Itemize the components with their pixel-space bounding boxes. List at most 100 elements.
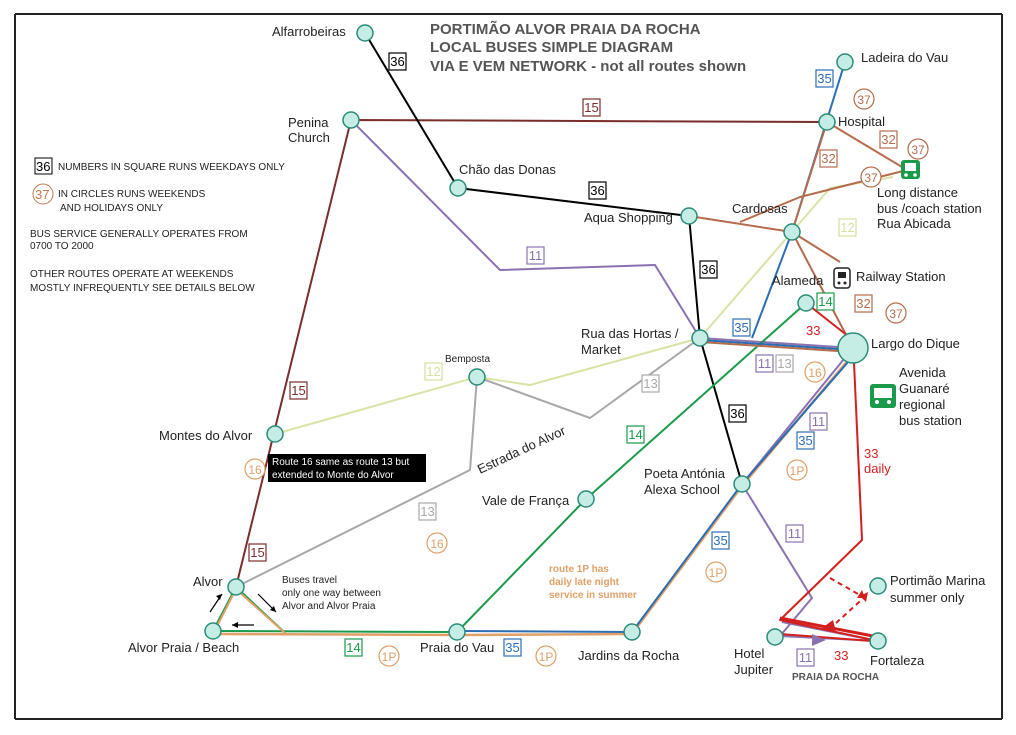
label-alfarrobeiras: Alfarrobeiras	[272, 24, 346, 39]
stop-rua-das-hortas[interactable]	[691, 329, 709, 347]
route-37-badge: 37	[907, 138, 929, 160]
legend-hours1: BUS SERVICE GENERALLY OPERATES FROM	[30, 229, 248, 240]
label-hortas2: Market	[581, 342, 621, 357]
route-35-badge: 35	[732, 318, 751, 337]
label-avenida3: regional	[899, 397, 945, 412]
route-32-badge: 32	[854, 294, 873, 313]
route-32-badge: 32	[819, 149, 838, 168]
stop-jardins-da-rocha[interactable]	[623, 623, 641, 641]
label-praiavau: Praia do Vau	[420, 640, 494, 655]
route-badge-label: 35	[734, 320, 748, 335]
route-13-badge: 13	[641, 374, 660, 393]
route-badge-label: 1P	[382, 650, 397, 664]
route-badge-label: 11	[788, 526, 802, 541]
stop-hospital[interactable]	[818, 113, 836, 131]
stop-chao-das-donas[interactable]	[449, 179, 467, 197]
label-praiarocha: PRAIA DA ROCHA	[792, 672, 879, 683]
label-chao: Chão das Donas	[459, 162, 556, 177]
legend-square-text: NUMBERS IN SQUARE RUNS WEEKDAYS ONLY	[58, 162, 285, 173]
r1p-note-2: daily late night	[549, 577, 620, 588]
label-hotel1: Hotel	[734, 646, 764, 661]
route16-note-1: Route 16 same as route 13 but	[272, 457, 410, 468]
route16-note-2: extended to Monte do Alvor	[272, 470, 394, 481]
route-33-line-b	[779, 633, 873, 642]
route-badge-label: 36	[730, 406, 744, 421]
rocha-arrow-2	[812, 634, 826, 646]
route-1p-badge: 1P	[535, 645, 557, 667]
label-poeta2: Alexa School	[644, 482, 720, 497]
title-line3: VIA E VEM NETWORK - not all routes shown	[430, 58, 746, 75]
label-hortas1: Rua das Hortas /	[581, 326, 679, 341]
route-37-badge: 37	[853, 88, 875, 110]
label-hospital: Hospital	[838, 114, 885, 129]
route-14-badge: 14	[816, 292, 835, 311]
label-penina2: Church	[288, 130, 330, 145]
stop-alvor[interactable]	[227, 578, 245, 596]
route-33-label: 33	[806, 323, 820, 338]
route-badge-label: 11	[799, 650, 813, 665]
label-jardins: Jardins da Rocha	[578, 648, 680, 663]
label-hotel2: Jupiter	[734, 662, 774, 677]
label-ladeira: Ladeira do Vau	[861, 50, 948, 65]
route-1p-badge: 1P	[705, 561, 727, 583]
route-16-badge: 16	[426, 532, 448, 554]
label-poeta1: Poeta Antónia	[644, 466, 726, 481]
oneway-note-3: Alvor and Alvor Praia	[282, 601, 376, 612]
label-avenida4: bus station	[899, 413, 962, 428]
r1p-note-1: route 1P has	[549, 564, 609, 575]
legend-circle	[32, 183, 54, 205]
route-13-badge: 13	[775, 354, 794, 373]
legend-hours2: 0700 TO 2000	[30, 241, 94, 252]
route-16-badge: 16	[804, 361, 826, 383]
route-badge-label: 35	[713, 533, 727, 548]
oneway-note-1: Buses travel	[282, 575, 337, 586]
label-penina1: Penina	[288, 115, 329, 130]
route-badge-label: 12	[426, 364, 440, 379]
route-35-line-b	[699, 339, 854, 351]
route-36-badge: 36	[588, 181, 607, 200]
stop-bemposta[interactable]	[468, 368, 486, 386]
label-avenida1: Avenida	[899, 365, 947, 380]
route-badge-label: 15	[291, 383, 305, 398]
route-14-badge: 14	[626, 425, 645, 444]
route-badge-label: 11	[758, 356, 772, 371]
stop-fortaleza[interactable]	[869, 632, 887, 650]
route-badge-label: 16	[248, 463, 262, 477]
stop-aqua-shopping[interactable]	[680, 207, 698, 225]
stop-alameda[interactable]	[797, 294, 815, 312]
route-35-badge: 35	[815, 69, 834, 88]
route-36-badge: 36	[728, 404, 747, 423]
route-14-badge: 14	[344, 638, 363, 657]
stop-alvor-praia[interactable]	[204, 622, 222, 640]
stop-cardosas[interactable]	[783, 223, 801, 241]
label-estrada: Estrada do Alvor	[475, 423, 568, 477]
stop-hotel-jupiter[interactable]	[766, 628, 784, 646]
stop-montes-do-alvor[interactable]	[266, 425, 284, 443]
stop-portimao-marina[interactable]	[869, 577, 887, 595]
route-12-badge: 12	[838, 218, 857, 237]
stop-alfarrobeiras[interactable]	[356, 24, 374, 42]
daily33-num: 33	[864, 446, 878, 461]
route-badge-label: 32	[881, 132, 895, 147]
route-badge-label: 14	[818, 294, 832, 309]
route-badge-label: 16	[808, 366, 822, 380]
oneway-arrowhead-3	[232, 622, 238, 628]
stop-poeta-antonia[interactable]	[733, 475, 751, 493]
regional-bus-station-icon	[870, 384, 896, 408]
stop-ladeira-do-vau[interactable]	[836, 53, 854, 71]
route-15-badge: 15	[289, 381, 308, 400]
train-icon	[833, 267, 851, 289]
label-longdist2: bus /coach station	[877, 201, 982, 216]
label-bemposta: Bemposta	[445, 354, 490, 365]
route-16-badge: 16	[244, 458, 266, 480]
route-badge-label: 35	[817, 71, 831, 86]
stop-largo-do-dique[interactable]	[837, 332, 869, 364]
label-marina2: summer only	[890, 590, 965, 605]
route-badge-label: 12	[840, 220, 854, 235]
stop-vale-de-franca[interactable]	[577, 490, 595, 508]
stop-praia-do-vau[interactable]	[448, 623, 466, 641]
label-vale: Vale de França	[482, 493, 570, 508]
stop-penina-church[interactable]	[342, 111, 360, 129]
legend-circle-text1: IN CIRCLES RUNS WEEKENDS	[58, 189, 206, 200]
route-badge-label: 37	[864, 171, 878, 185]
